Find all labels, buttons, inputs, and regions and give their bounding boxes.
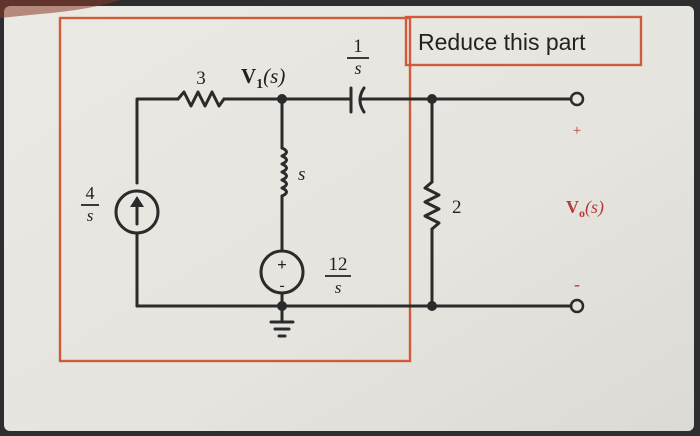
- voltage-source-plus: +: [277, 255, 287, 274]
- output-minus: -: [574, 274, 580, 294]
- resistor-2-symbol: [423, 180, 441, 231]
- resistor-2-label: 2: [452, 197, 462, 218]
- output-vo-label: Vo(s): [566, 197, 604, 220]
- voltage-source-den: s: [335, 278, 342, 297]
- current-arrow-head: [130, 196, 144, 207]
- reduce-region-box: [58, 16, 412, 363]
- capacitor-num: 1: [353, 36, 363, 57]
- output-plus: +: [573, 123, 581, 139]
- annotation-text: Reduce this part: [418, 29, 586, 55]
- paper-sheet: [4, 6, 694, 431]
- resistor-3-label: 3: [196, 68, 206, 89]
- top-left-tab: [0, 0, 120, 18]
- node-v1-label: V1(s): [241, 64, 285, 92]
- voltage-source-num: 12: [329, 254, 348, 275]
- inductor-label: s: [298, 164, 305, 185]
- current-source-den: s: [87, 206, 94, 225]
- wire-left-top: [135, 97, 180, 185]
- output-terminal-top: [569, 91, 585, 107]
- output-terminal-bottom: [569, 298, 585, 314]
- inductor-symbol: [280, 146, 288, 198]
- voltage-source-minus: -: [279, 277, 284, 294]
- current-source-num: 4: [86, 183, 95, 203]
- annotation-box: [404, 15, 643, 67]
- capacitor-den: s: [354, 58, 361, 78]
- resistor-3-symbol: [176, 90, 226, 108]
